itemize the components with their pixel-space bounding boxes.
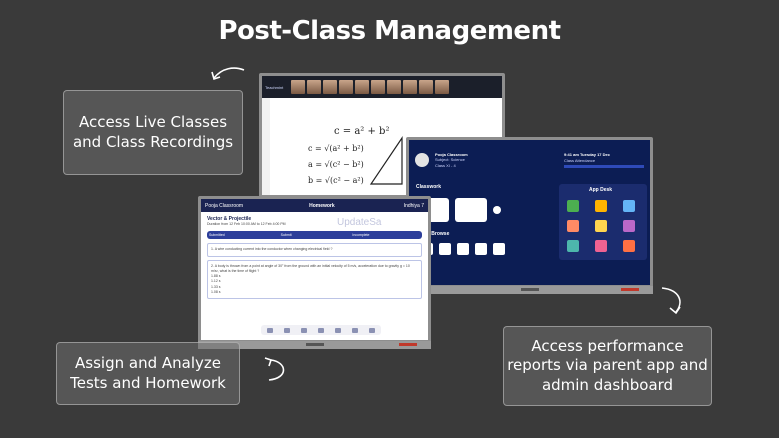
app-homework[interactable] (567, 200, 579, 212)
participant-thumbnail (387, 80, 402, 94)
user-name: Pooja Classroom (435, 151, 468, 157)
tool-icon[interactable] (300, 327, 307, 333)
app-desk-label: App Desk (589, 187, 613, 193)
app-study-material[interactable] (595, 200, 607, 212)
participant-strip: Teachmint (262, 76, 502, 98)
equation-4: b = √(c² − a²) (308, 176, 364, 185)
curved-arrow-icon (661, 287, 681, 315)
clock-time: 9:41 am (564, 151, 579, 157)
equation-3: a = √(c² − b²) (308, 160, 364, 169)
app-label: Teachmint (265, 84, 284, 90)
homework-toolbar (261, 325, 381, 335)
option[interactable]: 1.12 s (211, 279, 221, 284)
monitor-bezel (406, 286, 653, 294)
tool-icon[interactable] (369, 327, 376, 333)
participant-thumbnail (403, 80, 418, 94)
assignment-subtitle: Duration from 12 Feb 10:00 AM to 12 Feb … (207, 222, 286, 226)
equation-2: c = √(a² + b²) (308, 144, 364, 153)
homework-user: Pooja Classroom (205, 202, 244, 209)
tool-icon[interactable] (317, 327, 324, 333)
homework-header-right: Indhiya 7 (403, 202, 424, 209)
option[interactable]: 1.08 s (211, 289, 221, 294)
classroom-dashboard-screen: Pooja Classroom Subject: Science Class X… (406, 137, 653, 288)
tool-icon[interactable] (335, 327, 342, 333)
clock-date: Tuesday 17 Dec (580, 151, 610, 157)
curved-arrow-icon (211, 67, 245, 81)
feature-card-reports: Access performance reports via parent ap… (503, 326, 712, 406)
participant-thumbnail (435, 80, 450, 94)
participant-thumbnail (323, 80, 338, 94)
quick-browse-youtube[interactable] (457, 243, 469, 255)
equation-1: c = a² + b² (334, 126, 390, 137)
watermark: UpdateSa (337, 217, 382, 228)
tool-icon[interactable] (266, 327, 273, 333)
attendance-label: Class Attendance (564, 157, 596, 163)
classwork-label: Classwork (416, 184, 442, 190)
participant-thumbnail (355, 80, 370, 94)
quick-browse-drive[interactable] (439, 243, 451, 255)
tab-incomplete[interactable]: Incomplete (352, 233, 370, 238)
tab-submit[interactable]: Submit (280, 233, 292, 238)
quick-browse-library[interactable] (493, 243, 505, 255)
app-lessons[interactable] (623, 240, 635, 252)
live-class-screen: Teachmint c = a² + b² c = √(a² + b²) a =… (259, 73, 505, 198)
tab-submitted[interactable]: Submitted (209, 233, 225, 238)
classwork-card[interactable] (455, 198, 487, 222)
tool-icon[interactable] (283, 327, 290, 333)
app-notes[interactable] (623, 220, 635, 232)
option[interactable]: 1.88 s (211, 274, 221, 278)
curved-arrow-icon (264, 357, 285, 381)
participant-thumbnail (371, 80, 386, 94)
question-text: 1. A wire conducting current into the co… (211, 247, 333, 252)
class-label: Class XI - 4 (435, 162, 456, 168)
participant-thumbnail (291, 80, 306, 94)
page-title: Post-Class Management (218, 16, 561, 46)
tool-icon[interactable] (352, 327, 359, 333)
whiteboard-toolbar[interactable] (262, 98, 270, 195)
homework-header: Pooja Classroom Homework Indhiya 7 (201, 199, 428, 212)
dashboard-header: Pooja Classroom Subject: Science Class X… (409, 140, 650, 180)
app-tests[interactable] (623, 200, 635, 212)
add-classwork-button[interactable] (493, 206, 501, 214)
monitor-bezel (198, 341, 431, 349)
avatar (415, 153, 429, 167)
feature-card-tests: Assign and Analyze Tests and Homework (56, 342, 240, 405)
question-text: 2. A body is thrown from a point at angl… (211, 263, 410, 273)
quick-browse-wikipedia[interactable] (475, 243, 487, 255)
participant-thumbnail (339, 80, 354, 94)
homework-tabs: Submitted Submit Incomplete (207, 231, 422, 240)
app-polls[interactable] (567, 220, 579, 232)
question-card: 2. A body is thrown from a point at angl… (207, 259, 422, 299)
participant-thumbnail (419, 80, 434, 94)
app-live-class[interactable] (595, 240, 607, 252)
attendance-bar (564, 165, 644, 169)
homework-title: Homework (309, 202, 335, 209)
feature-card-live-classes: Access Live Classes and Class Recordings (63, 90, 243, 175)
quick-browse-label: Quick Browse (416, 231, 450, 237)
homework-screen: Pooja Classroom Homework Indhiya 7 Updat… (198, 196, 431, 343)
assignment-title: Vector & Projectile (207, 216, 252, 222)
app-reports[interactable] (595, 220, 607, 232)
subject-label: Subject: Science (435, 157, 465, 163)
app-attendance[interactable] (567, 240, 579, 252)
option[interactable]: 1.33 s (211, 284, 221, 289)
participant-thumbnail (307, 80, 322, 94)
triangle-drawing (369, 136, 403, 185)
question-card: 1. A wire conducting current into the co… (207, 243, 422, 257)
